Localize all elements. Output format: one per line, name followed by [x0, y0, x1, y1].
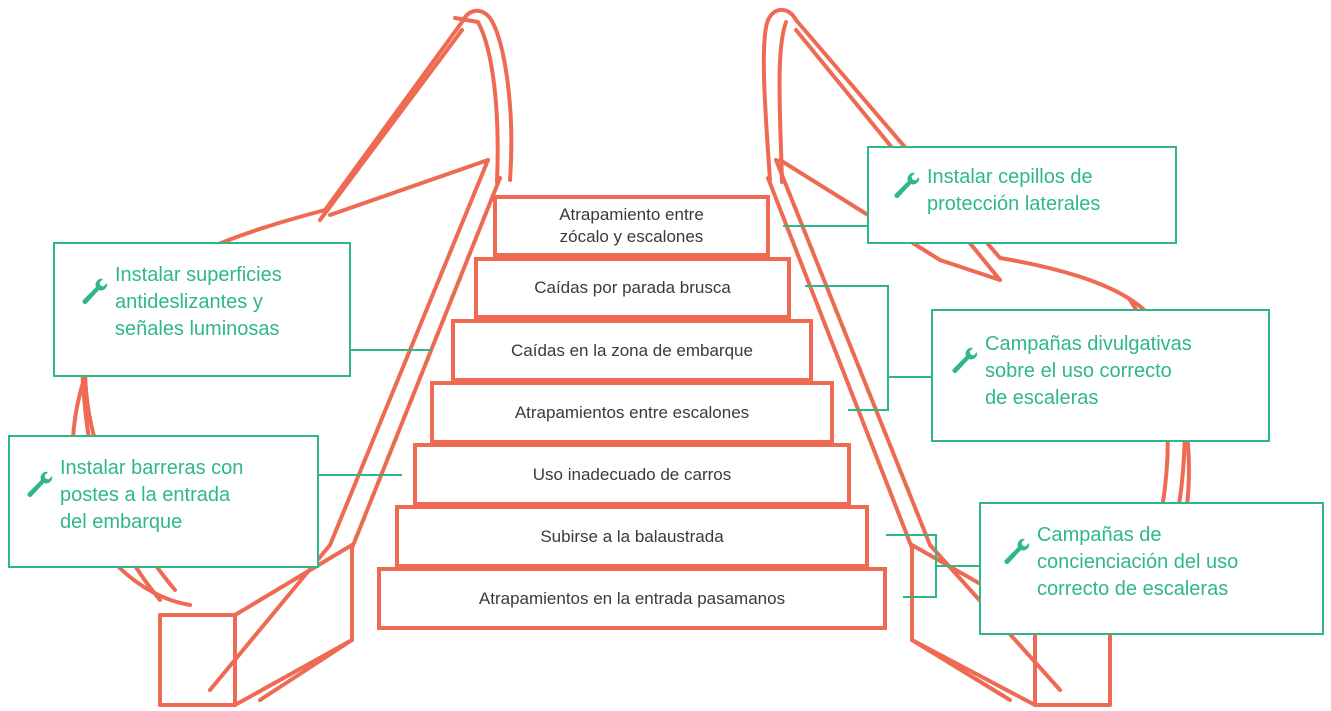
right-handrail-inner: [777, 20, 788, 184]
solution-box-5: Campañas de concienciación del uso corre…: [979, 502, 1324, 635]
risk-step-1-label: Atrapamiento entre zócalo y escalones: [559, 205, 704, 246]
left-base: [158, 613, 237, 707]
solution-4-label: Campañas divulgativas sobre el uso corre…: [985, 333, 1192, 409]
wrench-icon: [82, 278, 108, 304]
right-rail-1: [774, 158, 1062, 692]
risk-step-5-label: Uso inadecuado de carros: [532, 464, 732, 484]
solution-box-3: Instalar cepillos de protección laterale…: [867, 146, 1177, 244]
solution-box-2: Instalar barreras con postes a la entrad…: [8, 435, 319, 568]
left-base-top: [158, 543, 354, 617]
solution-2-label: Instalar barreras con postes a la entrad…: [60, 457, 244, 533]
wrench-icon: [1004, 538, 1030, 564]
left-balustrade-top: [318, 28, 464, 222]
risk-step-4: Atrapamientos entre escalones: [430, 381, 834, 444]
left-handrail-inner: [453, 16, 500, 184]
risk-step-6: Subirse a la balaustrada: [395, 505, 869, 568]
left-base-side: [233, 638, 354, 707]
risk-step-1: Atrapamiento entre zócalo y escalones: [493, 195, 770, 257]
wrench-icon: [894, 172, 920, 198]
risk-step-2-label: Caídas por parada brusca: [534, 278, 731, 297]
left-rail-2: [258, 176, 502, 702]
connector-right-2: [805, 285, 889, 411]
risk-step-3-label: Caídas en la zona de embarque: [511, 340, 753, 360]
right-rail-2: [766, 176, 1012, 702]
risk-step-2: Caídas por parada brusca: [474, 257, 791, 319]
risk-step-7-label: Atrapamientos en la entrada pasamanos: [478, 588, 786, 608]
risk-step-7: Atrapamientos en la entrada pasamanos: [377, 567, 887, 630]
solution-1-label: Instalar superficies antideslizantes y s…: [115, 264, 282, 340]
solution-3-label: Instalar cepillos de protección laterale…: [927, 166, 1101, 215]
solution-box-4: Campañas divulgativas sobre el uso corre…: [931, 309, 1270, 442]
left-balustrade-inner: [328, 158, 490, 217]
wrench-icon: [952, 347, 978, 373]
wrench-icon: [27, 471, 53, 497]
risk-step-6-label: Subirse a la balaustrada: [540, 526, 724, 546]
solution-5-label: Campañas de concienciación del uso corre…: [1037, 524, 1239, 600]
left-rail-1: [208, 158, 490, 692]
risk-step-3: Caídas en la zona de embarque: [451, 319, 813, 382]
right-base-side: [910, 638, 1037, 707]
risk-step-4-label: Atrapamientos entre escalones: [514, 402, 750, 422]
solution-box-1: Instalar superficies antideslizantes y s…: [53, 242, 351, 377]
risk-step-5: Uso inadecuado de carros: [413, 443, 851, 506]
right-balustrade-inner: [778, 158, 1002, 282]
